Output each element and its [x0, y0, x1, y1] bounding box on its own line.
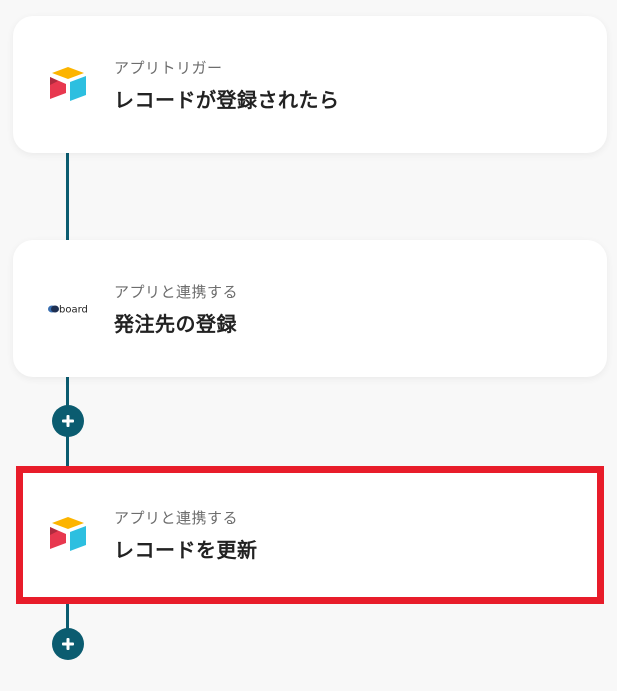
step-title: レコードを更新 — [114, 538, 258, 562]
step-type-label: アプリと連携する — [114, 283, 239, 301]
flow-connector — [66, 603, 69, 629]
step-title: 発注先の登録 — [114, 312, 237, 336]
flow-connector — [66, 152, 69, 242]
step-type-label: アプリトリガー — [114, 59, 223, 77]
add-step-button[interactable] — [52, 405, 84, 437]
flow-step-trigger[interactable]: アプリトリガー レコードが登録されたら — [13, 16, 607, 153]
flow-step-action-board[interactable]: board アプリと連携する 発注先の登録 — [13, 240, 607, 377]
step-title: レコードが登録されたら — [114, 88, 340, 112]
airtable-icon — [46, 513, 90, 557]
plus-icon — [62, 415, 74, 427]
add-step-button[interactable] — [52, 628, 84, 660]
plus-icon — [62, 638, 74, 650]
airtable-icon — [46, 63, 90, 107]
step-type-label: アプリと連携する — [114, 509, 239, 527]
flow-step-action-update-record[interactable]: アプリと連携する レコードを更新 — [16, 466, 604, 604]
board-logo-text: board — [59, 304, 88, 315]
board-logo-icon: board — [46, 287, 90, 331]
